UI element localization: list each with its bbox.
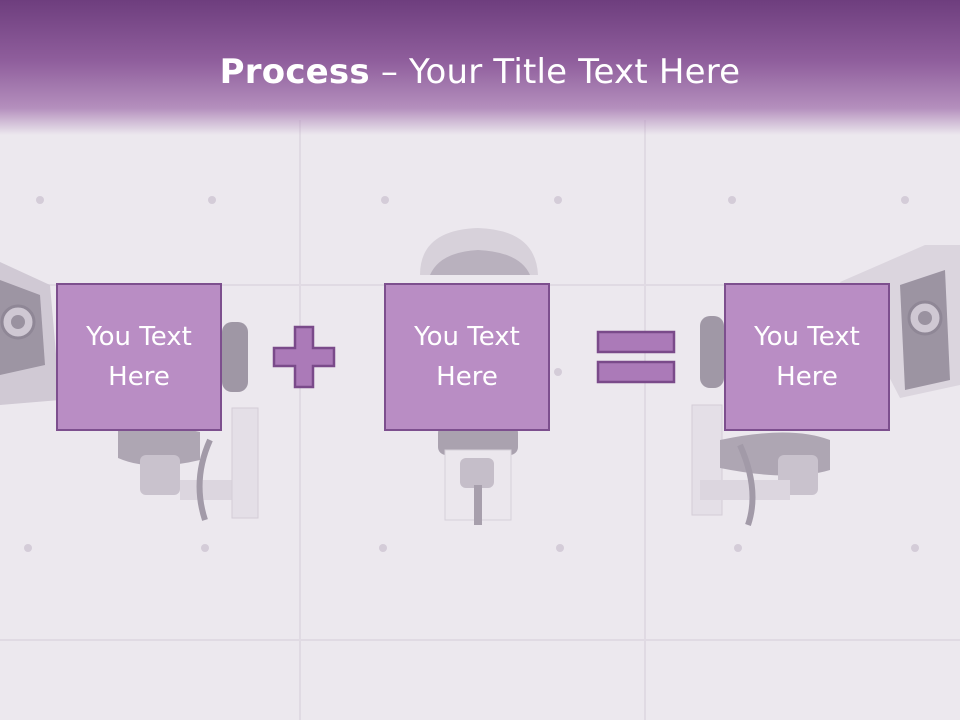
equals-icon [596, 330, 676, 384]
plus-icon [272, 325, 336, 389]
title-bar [0, 0, 960, 135]
wall-holes [24, 196, 919, 552]
title-bold: Process [219, 52, 370, 92]
process-box-1[interactable]: You Text Here [56, 283, 222, 431]
process-box-2-text: You Text Here [414, 322, 520, 392]
title-rest: Your Title Text Here [409, 52, 741, 92]
camera-right [691, 245, 960, 526]
process-box-3-text: You Text Here [754, 322, 860, 392]
camera-left [0, 262, 259, 521]
process-box-3[interactable]: You Text Here [724, 283, 890, 431]
title-dash: – [369, 52, 410, 92]
slide-title: Process – Your Title Text Here [0, 52, 960, 92]
camera-middle [420, 228, 538, 525]
process-box-2[interactable]: You Text Here [384, 283, 550, 431]
process-box-1-text: You Text Here [86, 322, 192, 392]
